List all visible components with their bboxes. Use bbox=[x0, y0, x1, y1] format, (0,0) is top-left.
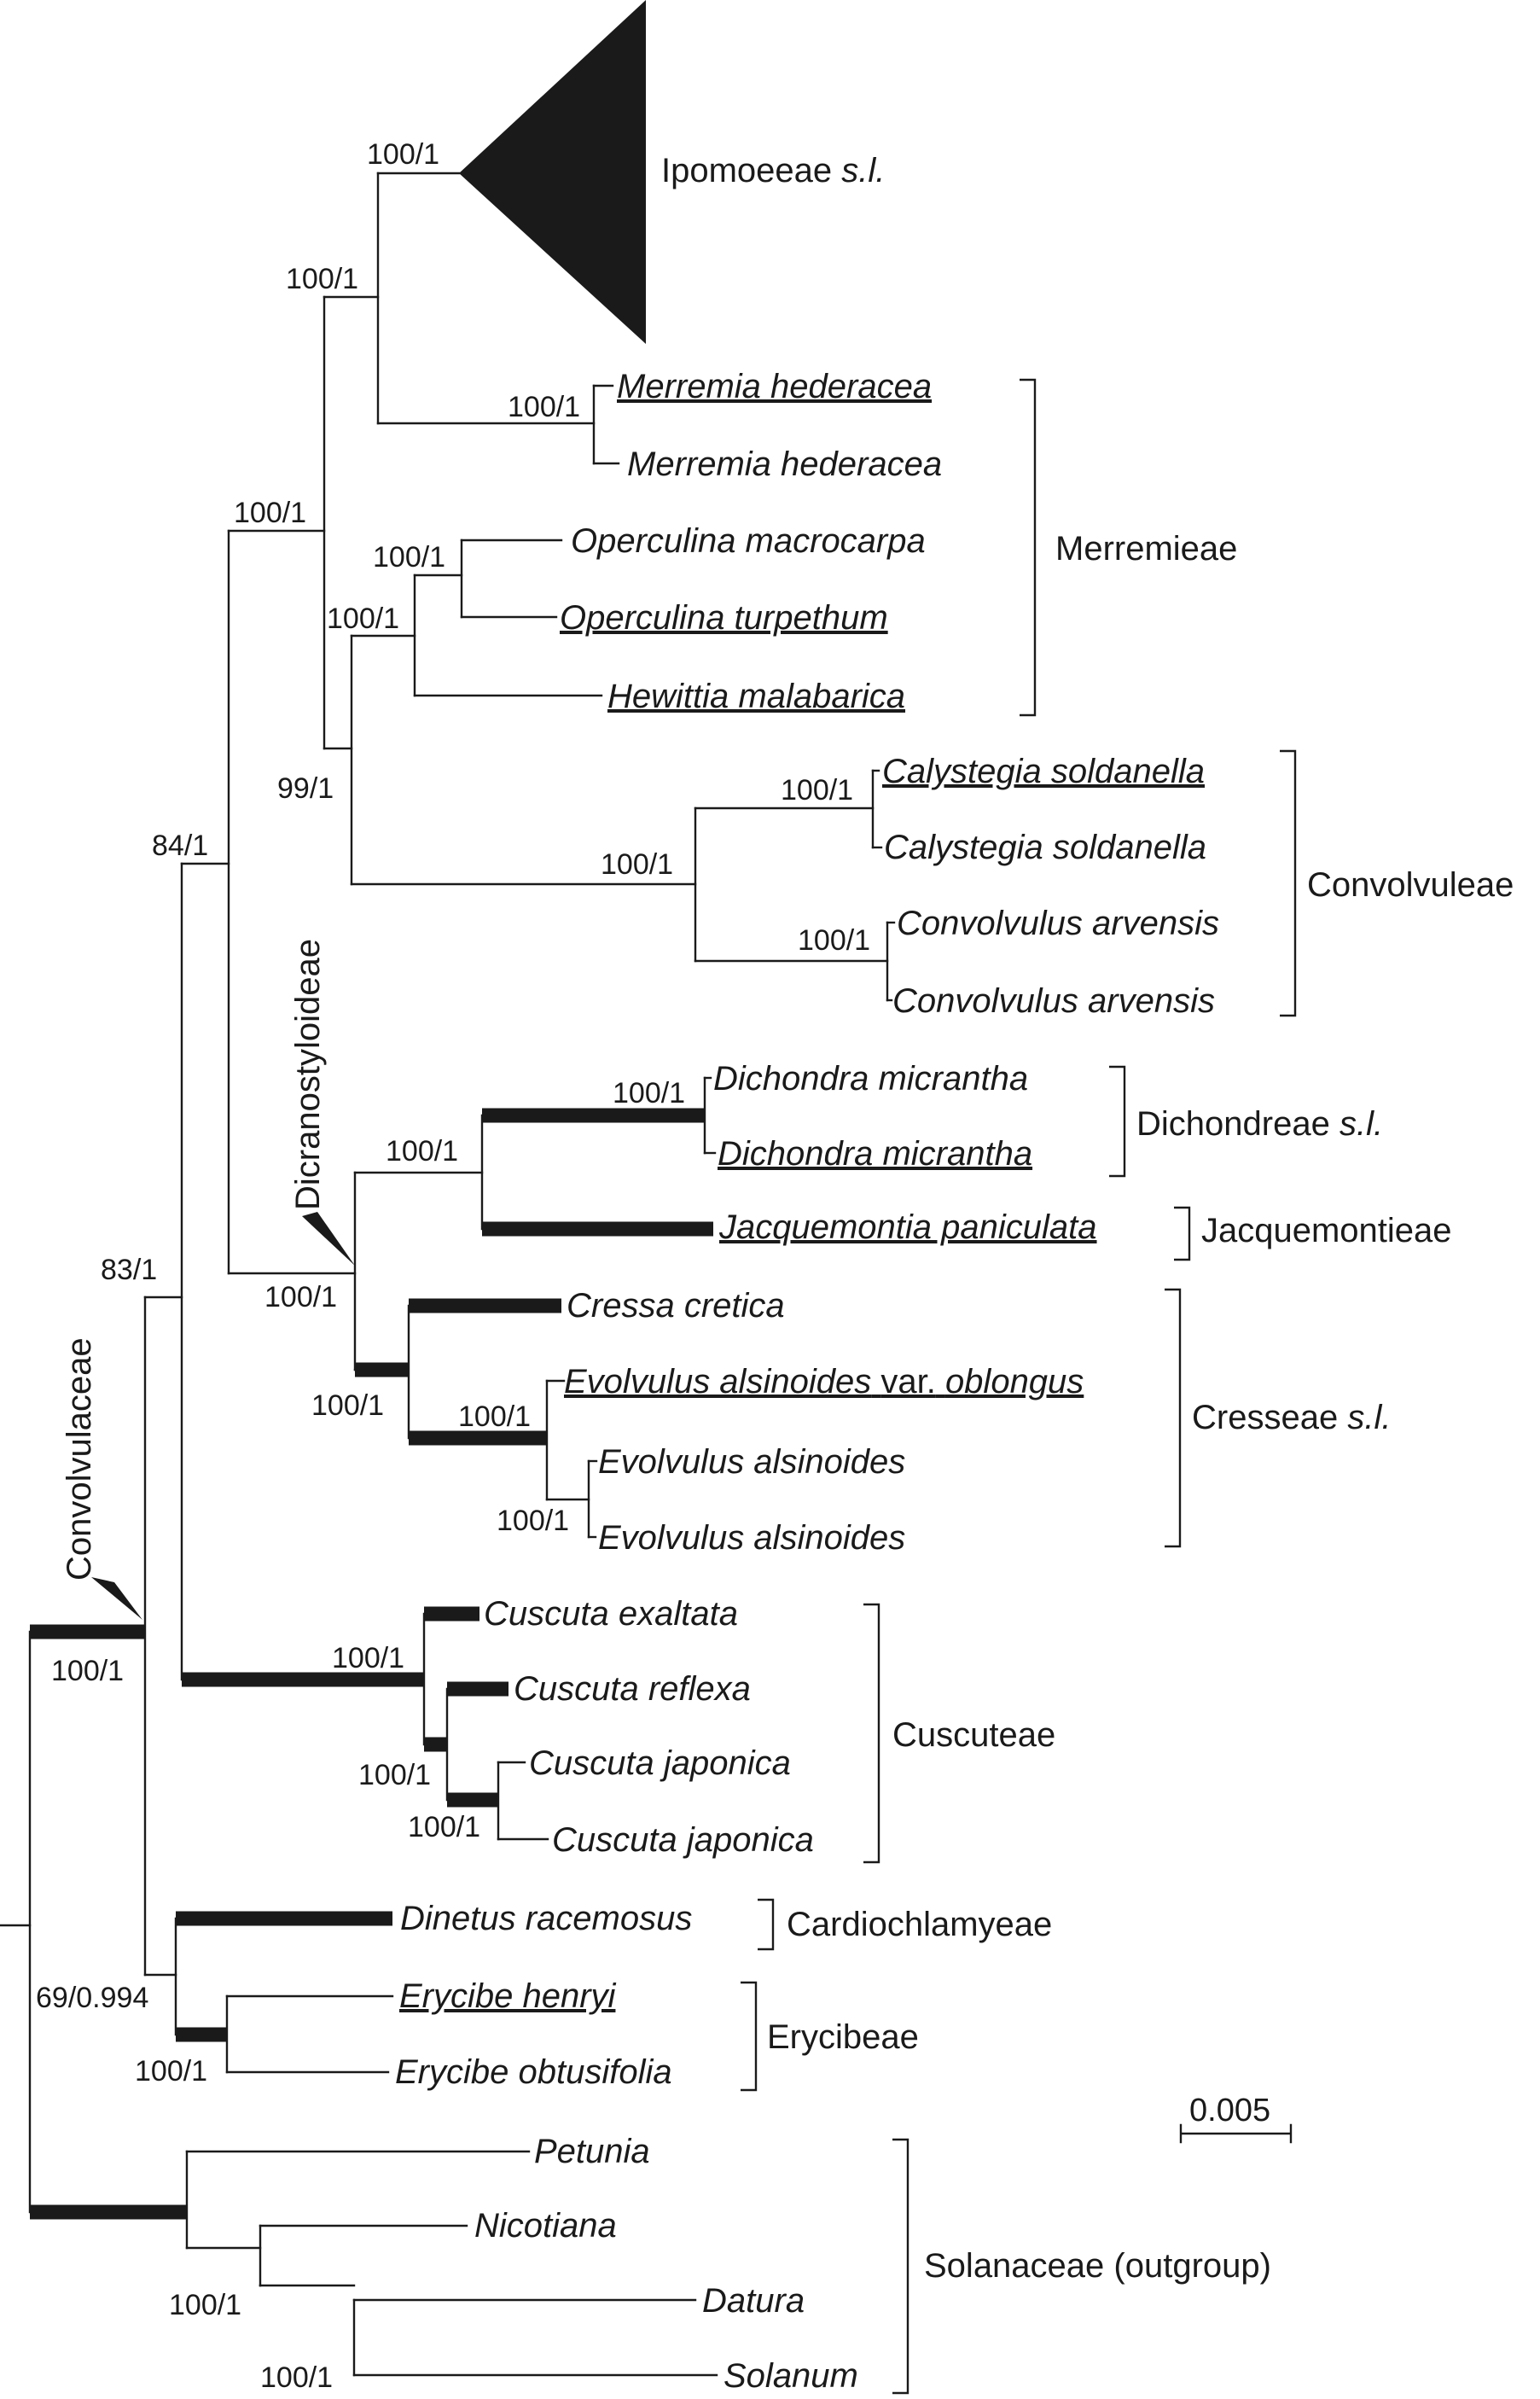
support-label: 100/1 bbox=[508, 391, 580, 423]
ipomoeeae-collapsed-triangle bbox=[459, 0, 646, 344]
support-label: 100/1 bbox=[311, 1389, 384, 1422]
bracket-dichondreae bbox=[1109, 1065, 1126, 1178]
bracket-jacquemontieae bbox=[1174, 1206, 1191, 1261]
tip-cressa: Cressa cretica bbox=[567, 1287, 785, 1325]
group-erycibeae: Erycibeae bbox=[767, 2018, 919, 2056]
support-values: 100/1 100/1 100/1 100/1 100/1 100/1 99/1… bbox=[36, 138, 870, 2394]
tip-cuscuta-exaltata: Cuscuta exaltata bbox=[484, 1595, 738, 1633]
support-label: 100/1 bbox=[458, 1400, 531, 1433]
support-label: 100/1 bbox=[781, 774, 853, 806]
group-jacquemontieae: Jacquemontieae bbox=[1201, 1212, 1452, 1249]
tip-datura: Datura bbox=[702, 2282, 805, 2320]
support-label: 100/1 bbox=[601, 848, 673, 881]
scale-bar-label: 0.005 bbox=[1189, 2093, 1270, 2128]
tip-merremia-2: Merremia hederacea bbox=[627, 445, 942, 483]
tip-dichondra-1: Dichondra micrantha bbox=[713, 1060, 1028, 1098]
support-label: 100/1 bbox=[358, 1759, 431, 1791]
support-label: 100/1 bbox=[286, 263, 358, 295]
tip-hewittia: Hewittia malabarica bbox=[607, 678, 905, 715]
tip-operculina-turpethum: Operculina turpethum bbox=[560, 599, 888, 637]
group-cardiochlamyeae: Cardiochlamyeae bbox=[787, 1906, 1052, 1943]
tip-convolvulus-2: Convolvulus arvensis bbox=[892, 982, 1215, 1020]
tip-petunia: Petunia bbox=[534, 2133, 650, 2170]
tip-evolvulus-var: Evolvulus alsinoides var. oblongus bbox=[564, 1363, 1084, 1400]
thick-branches bbox=[30, 1108, 713, 2220]
tip-dichondra-2: Dichondra micrantha bbox=[718, 1135, 1032, 1173]
bracket-solanaceae bbox=[892, 2138, 909, 2395]
support-label: 69/0.994 bbox=[36, 1982, 148, 2014]
support-label: 100/1 bbox=[497, 1505, 569, 1537]
group-dichondreae: Dichondreae s.l. bbox=[1136, 1105, 1383, 1143]
tip-calystegia-1: Calystegia soldanella bbox=[882, 753, 1205, 790]
tip-labels: Merremia hederacea Merremia hederacea Op… bbox=[395, 368, 1219, 2395]
bracket-erycibeae bbox=[741, 1981, 758, 2092]
tip-evolvulus-2: Evolvulus alsinoides bbox=[598, 1443, 905, 1481]
scale-bar-line bbox=[1179, 2123, 1293, 2144]
tip-convolvulus-1: Convolvulus arvensis bbox=[897, 905, 1219, 942]
node-label-dicranostyloideae: Dicranostyloideae bbox=[289, 939, 327, 1210]
tip-dinetus: Dinetus racemosus bbox=[400, 1900, 692, 1937]
group-solanaceae: Solanaceae (outgroup) bbox=[924, 2247, 1271, 2285]
tip-operculina-macrocarpa: Operculina macrocarpa bbox=[571, 522, 926, 560]
node-label-convolvulaceae: Convolvulaceae bbox=[61, 1337, 98, 1581]
tip-erycibe-henryi: Erycibe henryi bbox=[399, 1977, 617, 2015]
bracket-cardiochlamyeae bbox=[758, 1898, 775, 1951]
convolvulaceae-arrowhead bbox=[91, 1577, 142, 1620]
group-merremieae: Merremieae bbox=[1055, 530, 1237, 568]
group-convolvuleae: Convolvuleae bbox=[1307, 866, 1514, 904]
tip-erycibe-obtusifolia: Erycibe obtusifolia bbox=[395, 2053, 672, 2091]
dicranostyloideae-arrowhead bbox=[302, 1212, 355, 1266]
support-label: 100/1 bbox=[135, 2055, 207, 2087]
support-label: 100/1 bbox=[51, 1655, 124, 1687]
ipomoeeae-label: Ipomoeeae s.l. bbox=[661, 152, 885, 189]
support-label: 100/1 bbox=[169, 2289, 241, 2321]
tip-cuscuta-japonica-1: Cuscuta japonica bbox=[529, 1744, 791, 1782]
bracket-convolvuleae bbox=[1280, 749, 1297, 1017]
support-label: 100/1 bbox=[234, 497, 306, 529]
bracket-cuscuteae bbox=[863, 1603, 880, 1864]
support-label: 100/1 bbox=[798, 924, 870, 957]
tip-calystegia-2: Calystegia soldanella bbox=[884, 829, 1206, 866]
branches bbox=[0, 172, 896, 2377]
tip-solanum: Solanum bbox=[724, 2357, 858, 2395]
node-labels: Dicranostyloideae Convolvulaceae bbox=[61, 939, 355, 1620]
support-label: 100/1 bbox=[386, 1135, 458, 1167]
support-label: 100/1 bbox=[327, 603, 399, 635]
tip-nicotiana: Nicotiana bbox=[474, 2207, 617, 2245]
group-cresseae: Cresseae s.l. bbox=[1192, 1399, 1391, 1436]
support-label: 100/1 bbox=[264, 1281, 337, 1313]
support-label: 100/1 bbox=[332, 1642, 404, 1674]
bracket-cresseae bbox=[1165, 1288, 1182, 1548]
tip-evolvulus-3: Evolvulus alsinoides bbox=[598, 1519, 905, 1557]
tip-cuscuta-reflexa: Cuscuta reflexa bbox=[514, 1670, 751, 1708]
group-brackets: Merremieae Convolvuleae Dichondreae s.l.… bbox=[741, 378, 1514, 2395]
support-label: 84/1 bbox=[152, 830, 208, 862]
tip-jacquemontia: Jacquemontia paniculata bbox=[718, 1208, 1097, 1246]
tip-cuscuta-japonica-2: Cuscuta japonica bbox=[552, 1821, 814, 1859]
support-label: 83/1 bbox=[101, 1254, 157, 1286]
group-cuscuteae: Cuscuteae bbox=[892, 1716, 1055, 1754]
support-label: 100/1 bbox=[613, 1077, 685, 1109]
support-label: 100/1 bbox=[408, 1811, 480, 1843]
support-label: 100/1 bbox=[367, 138, 439, 171]
bracket-merremieae bbox=[1020, 378, 1037, 717]
support-label: 99/1 bbox=[277, 772, 334, 805]
support-label: 100/1 bbox=[260, 2361, 333, 2394]
support-label: 100/1 bbox=[373, 541, 445, 574]
tip-merremia-1: Merremia hederacea bbox=[617, 368, 932, 405]
scale-bar: 0.005 bbox=[1179, 2093, 1293, 2144]
